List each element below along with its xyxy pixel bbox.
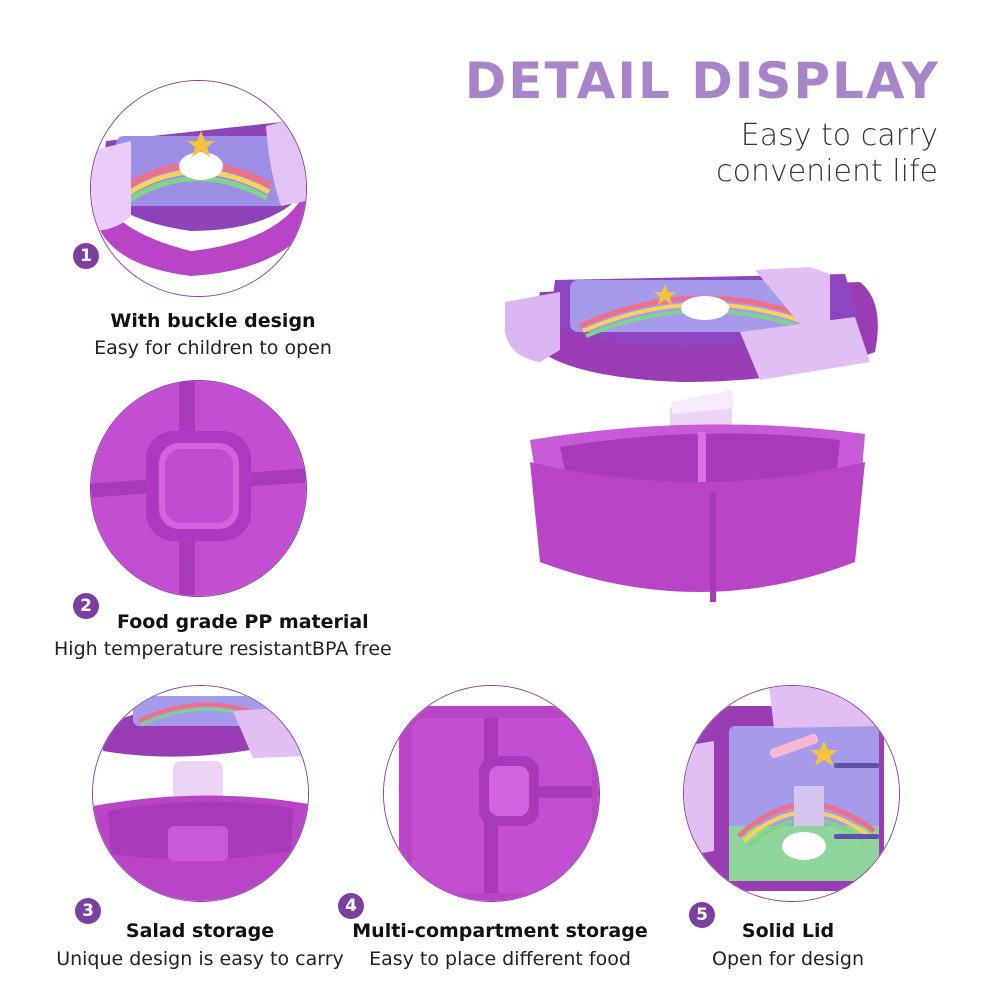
feature-title: Salad storage bbox=[125, 920, 275, 942]
feature-title: With buckle design bbox=[110, 310, 316, 332]
feature-number-badge: 3 bbox=[75, 898, 101, 924]
lunchbox-buckle-illustration bbox=[91, 81, 306, 296]
material-detail-image bbox=[90, 380, 307, 597]
compartment-closeup-illustration bbox=[91, 381, 306, 596]
multi-compartment-illustration bbox=[384, 686, 599, 901]
subtitle-line-1: Easy to carry bbox=[740, 118, 938, 153]
lunchbox-main-illustration bbox=[505, 267, 878, 602]
feature-number-badge: 4 bbox=[338, 893, 364, 919]
salad-storage-illustration bbox=[93, 686, 308, 901]
solid-lid-image bbox=[683, 685, 900, 902]
solid-lid-illustration bbox=[684, 686, 899, 901]
feature-title: Food grade PP material bbox=[117, 611, 369, 633]
feature-description: Easy to place different food bbox=[369, 948, 631, 970]
feature-description: Easy for children to open bbox=[94, 337, 332, 359]
feature-number-badge: 2 bbox=[73, 593, 99, 619]
feature-description: Unique design is easy to carry bbox=[56, 948, 344, 970]
feature-title: Solid Lid bbox=[741, 920, 835, 942]
subtitle-line-2: convenient life bbox=[716, 154, 938, 189]
feature-number-badge: 1 bbox=[73, 243, 99, 269]
page-title: DETAIL DISPLAY bbox=[464, 52, 940, 110]
compartment-storage-image bbox=[383, 685, 600, 902]
lunchbox-product-image bbox=[500, 262, 890, 612]
feature-number-badge: 5 bbox=[689, 902, 715, 928]
feature-description: Open for design bbox=[712, 948, 864, 970]
feature-description: High temperature resistantBPA free bbox=[54, 638, 392, 660]
feature-title: Multi-compartment storage bbox=[352, 920, 648, 942]
salad-storage-image bbox=[92, 685, 309, 902]
buckle-detail-image bbox=[90, 80, 307, 297]
